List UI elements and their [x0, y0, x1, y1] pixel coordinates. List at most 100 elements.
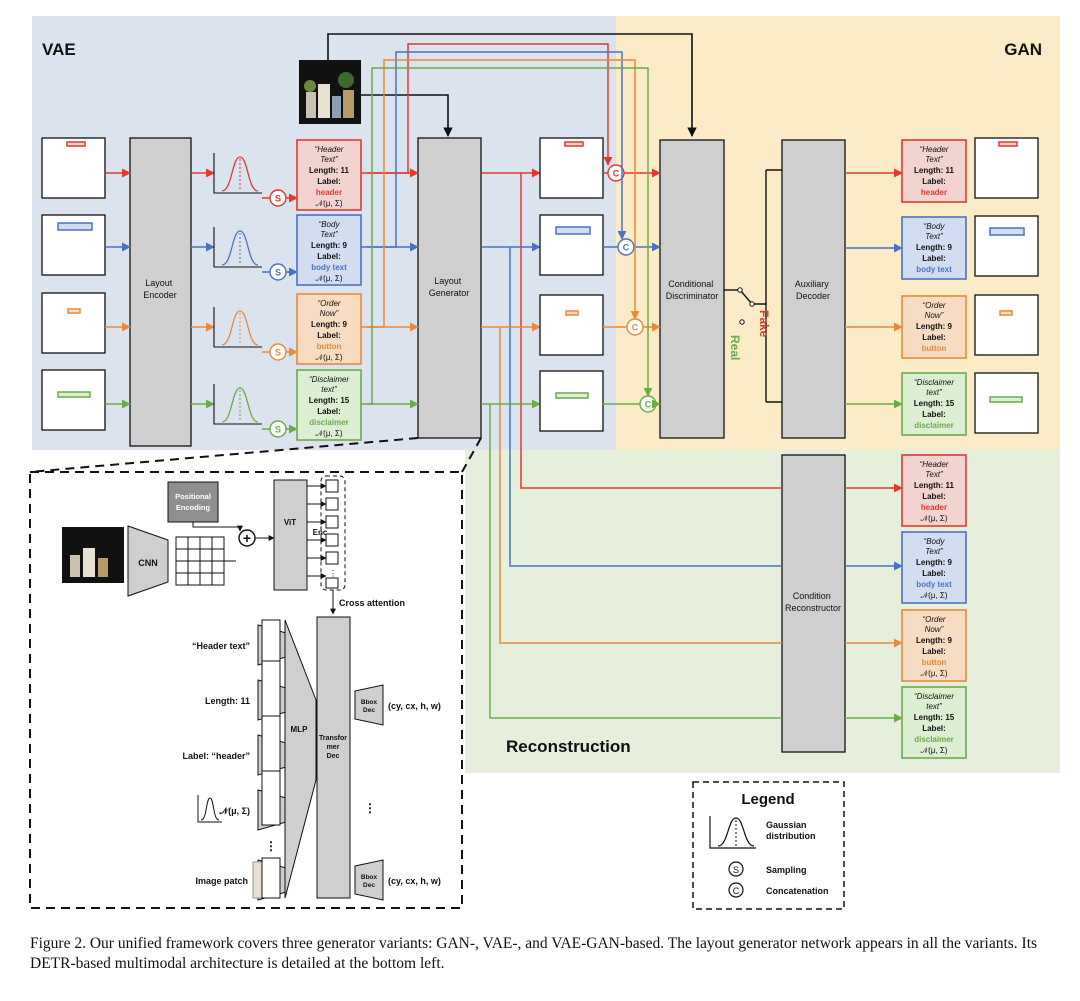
gan-label: GAN	[1004, 40, 1042, 59]
svg-text:Text”: Text”	[925, 547, 943, 556]
legend-title: Legend	[741, 791, 794, 808]
svg-text:Label:: Label:	[922, 569, 946, 578]
bbox-decoder-1	[354, 684, 384, 726]
output-layout-body	[974, 215, 1039, 277]
svg-text:button: button	[922, 658, 947, 667]
svg-text:“Disclaimer: “Disclaimer	[914, 378, 954, 387]
svg-text:“Body: “Body	[319, 220, 341, 229]
svg-text:“Order: “Order	[922, 615, 945, 624]
detail-zoom-lines	[29, 437, 482, 473]
svg-text:𝒩(μ, Σ): 𝒩(μ, Σ)	[316, 353, 343, 362]
layout-element-header	[66, 141, 86, 147]
svg-text:Length: 9: Length: 9	[311, 241, 348, 250]
svg-text:Length: 9: Length: 9	[916, 243, 953, 252]
input-layout-button	[41, 292, 106, 354]
layout-element-body	[57, 222, 93, 231]
generated-element-button	[565, 310, 579, 316]
input-label: Image patch	[195, 876, 248, 886]
svg-text:MLP: MLP	[291, 725, 309, 734]
svg-text:Gaussian distribution: Gaussian distribution	[766, 820, 816, 841]
generated-layout-body	[539, 214, 604, 276]
sampling-icon: S	[728, 861, 744, 877]
output-layout-header	[974, 137, 1039, 199]
svg-text:Length: 9: Length: 9	[916, 322, 953, 331]
svg-text:“Body: “Body	[924, 537, 946, 546]
svg-text:“Order: “Order	[922, 301, 945, 310]
input-layout-disclaimer	[41, 369, 106, 431]
svg-text:Condition Reconstructor: Condition Reconstructor	[785, 591, 841, 613]
svg-text:S: S	[275, 348, 281, 358]
cnn-block	[127, 525, 169, 597]
layout-element-disclaimer	[57, 391, 91, 398]
reconstruction-label: Reconstruction	[506, 737, 631, 756]
svg-text:“Disclaimer: “Disclaimer	[309, 375, 349, 384]
fake-real-switch: Fake Real	[724, 169, 782, 403]
condition-reconstructor: Condition Reconstructor	[781, 454, 846, 753]
caption-prefix: Figure 2.	[30, 935, 86, 952]
svg-text:disclaimer: disclaimer	[914, 421, 954, 430]
svg-text:CNN: CNN	[138, 558, 158, 568]
svg-text:⋮: ⋮	[329, 569, 337, 578]
svg-text:Bbox: Bbox	[361, 699, 378, 706]
bbox-output: (cy, cx, h, w)	[388, 701, 441, 711]
svg-text:ViT: ViT	[284, 518, 296, 527]
svg-text:Length: 11: Length: 11	[914, 481, 955, 490]
svg-text:Text”: Text”	[320, 155, 338, 164]
svg-text:Sampling: Sampling	[766, 865, 807, 875]
svg-text:⋮: ⋮	[364, 801, 376, 815]
concat-icon: C	[728, 882, 744, 898]
svg-text:𝒩(μ, Σ): 𝒩(μ, Σ)	[921, 591, 948, 600]
svg-text:Label:: Label:	[317, 407, 341, 416]
svg-text:Now”: Now”	[925, 311, 944, 320]
input-label: “Header text”	[192, 641, 250, 651]
svg-text:C: C	[733, 886, 740, 896]
svg-text:S: S	[275, 425, 281, 435]
svg-text:body text: body text	[916, 265, 952, 274]
svg-text:Length: 15: Length: 15	[914, 713, 955, 722]
svg-text:Text”: Text”	[925, 232, 943, 241]
bbox-decoder-2	[354, 859, 384, 901]
svg-text:⋮: ⋮	[265, 839, 277, 853]
svg-text:“Body: “Body	[924, 222, 946, 231]
svg-text:Now”: Now”	[925, 625, 944, 634]
gaussian-icon	[213, 384, 262, 425]
svg-text:C: C	[613, 169, 620, 179]
svg-text:Layout Generator: Layout Generator	[429, 276, 470, 298]
feature-grid	[175, 536, 225, 586]
svg-text:Length: 9: Length: 9	[916, 636, 953, 645]
output-element-header	[998, 141, 1018, 147]
svg-text:“Disclaimer: “Disclaimer	[914, 692, 954, 701]
svg-text:Bbox: Bbox	[361, 874, 378, 881]
svg-text:text”: text”	[926, 702, 942, 711]
caption-text: Our unified framework covers three gener…	[30, 935, 1038, 972]
figure-caption: Figure 2. Our unified framework covers t…	[30, 934, 1060, 974]
svg-text:Label:: Label:	[317, 252, 341, 261]
svg-text:Text”: Text”	[320, 230, 338, 239]
input-label: Length: 11	[205, 696, 250, 706]
svg-text:Label:: Label:	[922, 254, 946, 263]
svg-text:Dec: Dec	[327, 753, 340, 760]
svg-text:Label:: Label:	[922, 647, 946, 656]
svg-text:Label:: Label:	[922, 724, 946, 733]
output-layout-disclaimer	[974, 372, 1039, 434]
embedding-column	[261, 619, 281, 826]
real-label: Real	[728, 335, 742, 360]
fake-label: Fake	[757, 310, 771, 338]
svg-text:button: button	[317, 342, 342, 351]
svg-text:Label:: Label:	[922, 177, 946, 186]
svg-text:body text: body text	[916, 580, 952, 589]
svg-text:𝒩(μ, Σ): 𝒩(μ, Σ)	[921, 669, 948, 678]
svg-text:Label:: Label:	[317, 177, 341, 186]
generated-layout-header	[539, 137, 604, 199]
